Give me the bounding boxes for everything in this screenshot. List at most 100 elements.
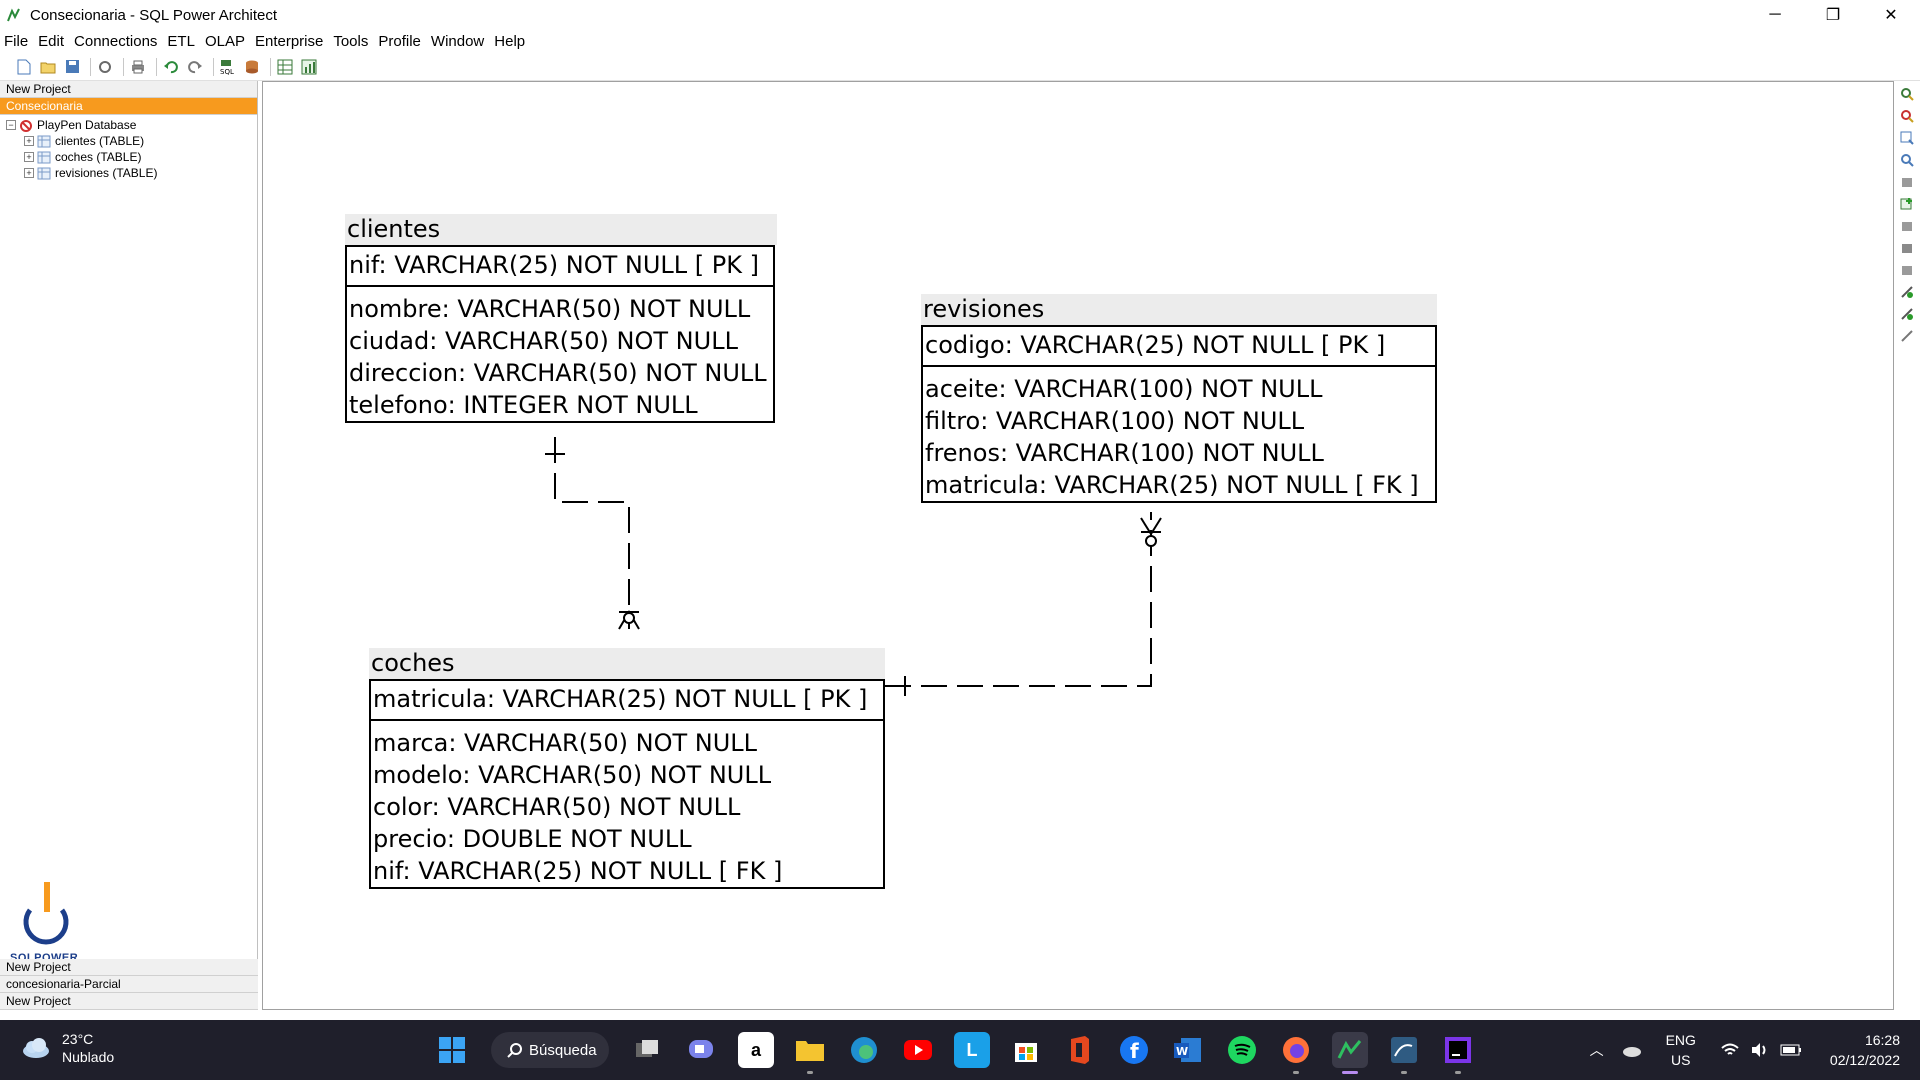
column-row[interactable]: precio: DOUBLE NOT NULL	[373, 825, 692, 853]
menu-connections[interactable]: Connections	[74, 32, 158, 50]
windows-start-icon[interactable]	[434, 1032, 470, 1068]
save-icon[interactable]	[62, 57, 82, 77]
table-revisiones[interactable]: revisiones codigo: VARCHAR(25) NOT NULL …	[921, 294, 1437, 503]
chevron-up-icon[interactable]: ︿	[1589, 1042, 1604, 1058]
tree-item-revisiones[interactable]: + revisiones (TABLE)	[0, 165, 257, 181]
project-tab-new-project[interactable]: New Project	[0, 81, 257, 98]
zoom-out-icon[interactable]	[1898, 107, 1916, 125]
new-file-icon[interactable]	[14, 57, 34, 77]
playpen-canvas[interactable]: clientes nif: VARCHAR(25) NOT NULL [ PK …	[262, 81, 1894, 1010]
close-button[interactable]: ✕	[1884, 7, 1898, 24]
office-icon[interactable]	[1062, 1032, 1098, 1068]
tree-item-clientes[interactable]: + clientes (TABLE)	[0, 133, 257, 149]
table-coches[interactable]: coches matricula: VARCHAR(25) NOT NULL […	[369, 648, 885, 889]
wifi-icon[interactable]	[1720, 1042, 1740, 1058]
restore-button[interactable]: ❐	[1825, 7, 1841, 24]
print-icon[interactable]	[128, 57, 148, 77]
sql-icon[interactable]: SQL	[218, 57, 238, 77]
intellij-icon[interactable]	[1440, 1032, 1476, 1074]
project-tab-concesionaria-parcial[interactable]: concesionaria-Parcial	[0, 976, 258, 993]
table-title[interactable]: clientes	[345, 214, 777, 245]
column-row[interactable]: filtro: VARCHAR(100) NOT NULL	[925, 407, 1305, 435]
expand-icon[interactable]: +	[24, 136, 34, 146]
menu-profile[interactable]: Profile	[378, 32, 421, 50]
menu-tools[interactable]: Tools	[333, 32, 369, 50]
column-row[interactable]: direccion: VARCHAR(50) NOT NULL	[349, 359, 767, 387]
edit-relationship-icon[interactable]	[1898, 327, 1916, 345]
spotify-icon[interactable]	[1224, 1032, 1260, 1068]
collapse-icon[interactable]: −	[6, 120, 16, 130]
menu-edit[interactable]: Edit	[38, 32, 65, 50]
minimize-button[interactable]: ─	[1769, 6, 1781, 23]
column-row[interactable]: marca: VARCHAR(50) NOT NULL	[373, 729, 758, 757]
weather-widget[interactable]: 23°C Nublado	[20, 1030, 114, 1066]
mysql-workbench-icon[interactable]	[1386, 1032, 1422, 1074]
menu-window[interactable]: Window	[430, 32, 485, 50]
column-row[interactable]: aceite: VARCHAR(100) NOT NULL	[925, 375, 1323, 403]
select-tool-icon[interactable]	[1898, 173, 1916, 191]
taskbar-search[interactable]: Búsqueda	[491, 1032, 609, 1068]
menu-help[interactable]: Help	[494, 32, 526, 50]
sql-power-architect-icon[interactable]	[1332, 1032, 1368, 1074]
relationship-clientes-coches[interactable]	[545, 437, 640, 630]
chart-icon[interactable]	[299, 57, 319, 77]
new-identifying-relationship-icon[interactable]	[1898, 305, 1916, 323]
column-row[interactable]: telefono: INTEGER NOT NULL	[349, 391, 698, 419]
zoom-fit-icon[interactable]	[1898, 129, 1916, 147]
new-table-icon[interactable]	[1898, 195, 1916, 213]
youtube-icon[interactable]	[900, 1032, 936, 1068]
task-view-icon[interactable]	[630, 1032, 666, 1068]
pk-column[interactable]: nif: VARCHAR(25) NOT NULL [ PK ]	[349, 251, 759, 279]
expand-icon[interactable]: +	[24, 152, 34, 162]
menu-etl[interactable]: ETL	[167, 32, 195, 50]
firefox-icon[interactable]	[1278, 1032, 1314, 1074]
volume-icon[interactable]	[1750, 1042, 1770, 1058]
redo-icon[interactable]	[185, 57, 205, 77]
edit-table-icon[interactable]	[1898, 261, 1916, 279]
column-row[interactable]: nif: VARCHAR(25) NOT NULL [ FK ]	[373, 857, 783, 885]
insert-column-icon[interactable]	[1898, 217, 1916, 235]
tree-item-coches[interactable]: + coches (TABLE)	[0, 149, 257, 165]
database-icon[interactable]	[242, 57, 262, 77]
zoom-reset-icon[interactable]	[1898, 151, 1916, 169]
relationship-coches-revisiones[interactable]	[885, 512, 1162, 696]
facebook-icon[interactable]: f	[1116, 1032, 1152, 1068]
clock[interactable]: 16:28 02/12/2022	[1830, 1030, 1900, 1070]
project-tab-consecionaria[interactable]: Consecionaria	[0, 98, 257, 115]
edge-icon[interactable]	[846, 1032, 882, 1068]
table-title[interactable]: revisiones	[921, 294, 1437, 325]
column-row[interactable]: modelo: VARCHAR(50) NOT NULL	[373, 761, 772, 789]
word-icon[interactable]: W	[1170, 1032, 1206, 1068]
menu-enterprise[interactable]: Enterprise	[254, 32, 324, 50]
project-tab-new-project[interactable]: New Project	[0, 959, 258, 976]
column-row[interactable]: matricula: VARCHAR(25) NOT NULL [ FK ]	[925, 471, 1419, 499]
open-folder-icon[interactable]	[38, 57, 58, 77]
battery-icon[interactable]	[1780, 1044, 1802, 1056]
column-row[interactable]: color: VARCHAR(50) NOT NULL	[373, 793, 741, 821]
undo-icon[interactable]	[161, 57, 181, 77]
column-row[interactable]: ciudad: VARCHAR(50) NOT NULL	[349, 327, 738, 355]
zoom-in-icon[interactable]	[1898, 85, 1916, 103]
table-clientes[interactable]: clientes nif: VARCHAR(25) NOT NULL [ PK …	[345, 214, 777, 423]
pk-column[interactable]: matricula: VARCHAR(25) NOT NULL [ PK ]	[373, 685, 868, 713]
chat-icon[interactable]	[684, 1032, 720, 1068]
file-explorer-icon[interactable]	[792, 1032, 828, 1074]
onedrive-icon[interactable]	[1620, 1043, 1642, 1057]
column-row[interactable]: nombre: VARCHAR(50) NOT NULL	[349, 295, 751, 323]
grid-icon[interactable]	[275, 57, 295, 77]
pk-column[interactable]: codigo: VARCHAR(25) NOT NULL [ PK ]	[925, 331, 1386, 359]
expand-icon[interactable]: +	[24, 168, 34, 178]
linkedin-learning-icon[interactable]: L	[954, 1032, 990, 1068]
tree-root-row[interactable]: − PlayPen Database	[0, 117, 257, 133]
insert-index-icon[interactable]	[1898, 239, 1916, 257]
amazon-icon[interactable]: a	[738, 1032, 774, 1068]
menu-olap[interactable]: OLAP	[204, 32, 245, 50]
table-title[interactable]: coches	[369, 648, 885, 679]
new-relationship-icon[interactable]	[1898, 283, 1916, 301]
language-indicator[interactable]: ENG US	[1666, 1030, 1696, 1070]
refresh-icon[interactable]	[95, 57, 115, 77]
column-row[interactable]: frenos: VARCHAR(100) NOT NULL	[925, 439, 1324, 467]
project-tab-new-project[interactable]: New Project	[0, 993, 258, 1010]
store-icon[interactable]	[1008, 1032, 1044, 1068]
menu-file[interactable]: File	[4, 32, 29, 50]
